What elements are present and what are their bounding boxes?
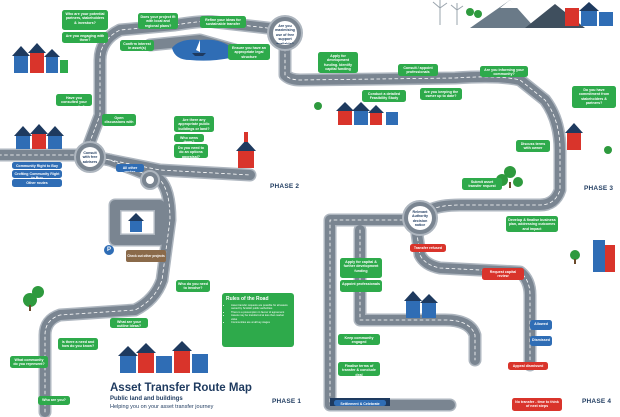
bubble-informing-community: Are you informing your community? (480, 66, 528, 77)
bubble-appeal-dismissed: Appeal dismissed (508, 362, 548, 370)
bubble-who-to-involve: Who do you need to involve? (176, 280, 210, 292)
bubble-who-are-you: Who are you? (38, 396, 70, 405)
phase-1-label: PHASE 1 (272, 398, 302, 405)
bubble-finalise-terms: Finalise terms of transfer & conclude de… (338, 362, 380, 376)
bubble-consult-professionals: Consult / appoint professionals (398, 64, 438, 76)
bubble-who-owns: Who owns them? (174, 134, 204, 142)
roundabout-relevant-label: Relevant Authority decision notice (412, 210, 428, 228)
flats-right (593, 240, 615, 272)
phase-4-label: PHASE 4 (582, 398, 612, 405)
roundabout-maximise-label: Are you maximising use of free support a… (275, 24, 295, 44)
trees (23, 8, 612, 307)
bubble-outline-ideas: What are your outline ideas? (110, 318, 148, 328)
rule-item: There is a presumption in favour of agre… (231, 311, 290, 314)
map-subtitle: Public land and buildings (110, 396, 183, 402)
bubble-consulted-community: Have you consulted your community? (56, 94, 92, 106)
parking-icon: P (104, 245, 114, 255)
bubble-local-plans: Does your project fit with local and reg… (138, 13, 178, 29)
bubble-feasibility-study: Conduct a detailed Feasibility Study (362, 90, 406, 102)
roundabout-maximise (267, 15, 303, 51)
bubble-business-plan: Develop & finalise business plan, addres… (506, 216, 558, 232)
phase-3-label: PHASE 3 (584, 185, 614, 192)
bubble-settlement-celebrate: Settlement & Celebrate (334, 400, 386, 406)
bubble-refine-ideas: Refine your ideas for sustainable transf… (200, 16, 246, 28)
bubble-development-funding: Apply for development funding. Identify … (318, 52, 358, 73)
rules-title: Rules of the Road (226, 296, 269, 302)
house-small-mid (128, 213, 144, 232)
roundabout-consult-label: Consult with free advisers (82, 151, 98, 164)
rule-item: Communities are at all key stages (231, 321, 290, 324)
houses-topright (565, 2, 613, 26)
bubble-no-transfer: No transfer - time to think of next step… (512, 398, 562, 411)
road-network (0, 14, 567, 417)
bubble-other-right-to-buy: Other routes (12, 179, 62, 187)
bubble-options-appraisal: Do you need to do an options appraisal? (174, 144, 208, 158)
bubble-capital-review: Request capital review (482, 268, 524, 280)
phase-2-label: PHASE 2 (270, 183, 300, 190)
rules-of-the-road-box: Rules of the Road Asset transfer request… (222, 293, 294, 347)
wind-turbines (432, 0, 464, 25)
houses-topleft (12, 43, 68, 73)
bubble-need: Is there a need and how do you know? (58, 338, 98, 350)
map-title: Asset Transfer Route Map (110, 382, 252, 394)
bubble-confirm-interest: Confirm interest in asset(s) (120, 40, 154, 51)
bubble-open-discussions: Open discussions with owner (102, 114, 136, 126)
small-roundabout (140, 170, 160, 190)
bubble-legal-structure: Ensure you have an appropriate legal str… (228, 44, 270, 60)
roundabout-relevant (402, 200, 438, 236)
church (236, 132, 256, 168)
bubble-stakeholder-commitment: Do you have commitment from stakeholders… (572, 86, 616, 108)
bubble-crofting-right-to-buy: Crofting Community Right to Buy (12, 170, 62, 178)
houses-middle (336, 102, 398, 125)
rule-item: Asset transfer requests are possible for… (231, 304, 290, 311)
check-out-projects-sign: Check out other projects (126, 250, 166, 262)
bubble-capital-funding: Apply for capital & further development … (340, 258, 382, 278)
bubble-submit-request: Submit asset transfer request (462, 178, 502, 190)
houses-right (565, 123, 583, 150)
bubble-owner-up-to-date: Are you keeping the owner up to date? (420, 88, 462, 100)
bubble-transfer-refused: Transfer refused (410, 244, 446, 252)
roundabout-consult (74, 141, 106, 173)
houses-left (14, 124, 64, 149)
bubble-engaging: Are you engaging with them? (62, 32, 108, 43)
tree-trunks (29, 182, 576, 311)
bubble-appoint-professionals: Appoint professionals (340, 280, 382, 292)
map-tagline: Helping you on your asset transfer journ… (110, 404, 214, 410)
bubble-potential-partners: Who are your potential partners, stakeho… (62, 10, 108, 30)
bubble-dismissed: Dismissed (530, 336, 552, 346)
bubble-appropriate-buildings: Are there any appropriate public buildin… (174, 116, 214, 132)
houses-phase4 (404, 291, 438, 318)
bubble-all-other-routes: All other routes (116, 164, 144, 172)
houses-phase1 (118, 341, 208, 373)
harbour-water (172, 39, 232, 61)
bubble-community-represent: What community do you represent? (10, 356, 48, 368)
bubble-community-right-to-buy: Community Right to Buy (12, 162, 62, 169)
bubble-allowed: Allowed (530, 320, 552, 330)
bubble-discuss-terms: Discuss terms with owner (516, 140, 550, 152)
bubble-keep-community-engaged: Keep community engaged (338, 334, 380, 345)
rules-list: Asset transfer requests are possible for… (226, 304, 290, 324)
rule-item: Assets may be transferred at less than m… (231, 314, 290, 321)
